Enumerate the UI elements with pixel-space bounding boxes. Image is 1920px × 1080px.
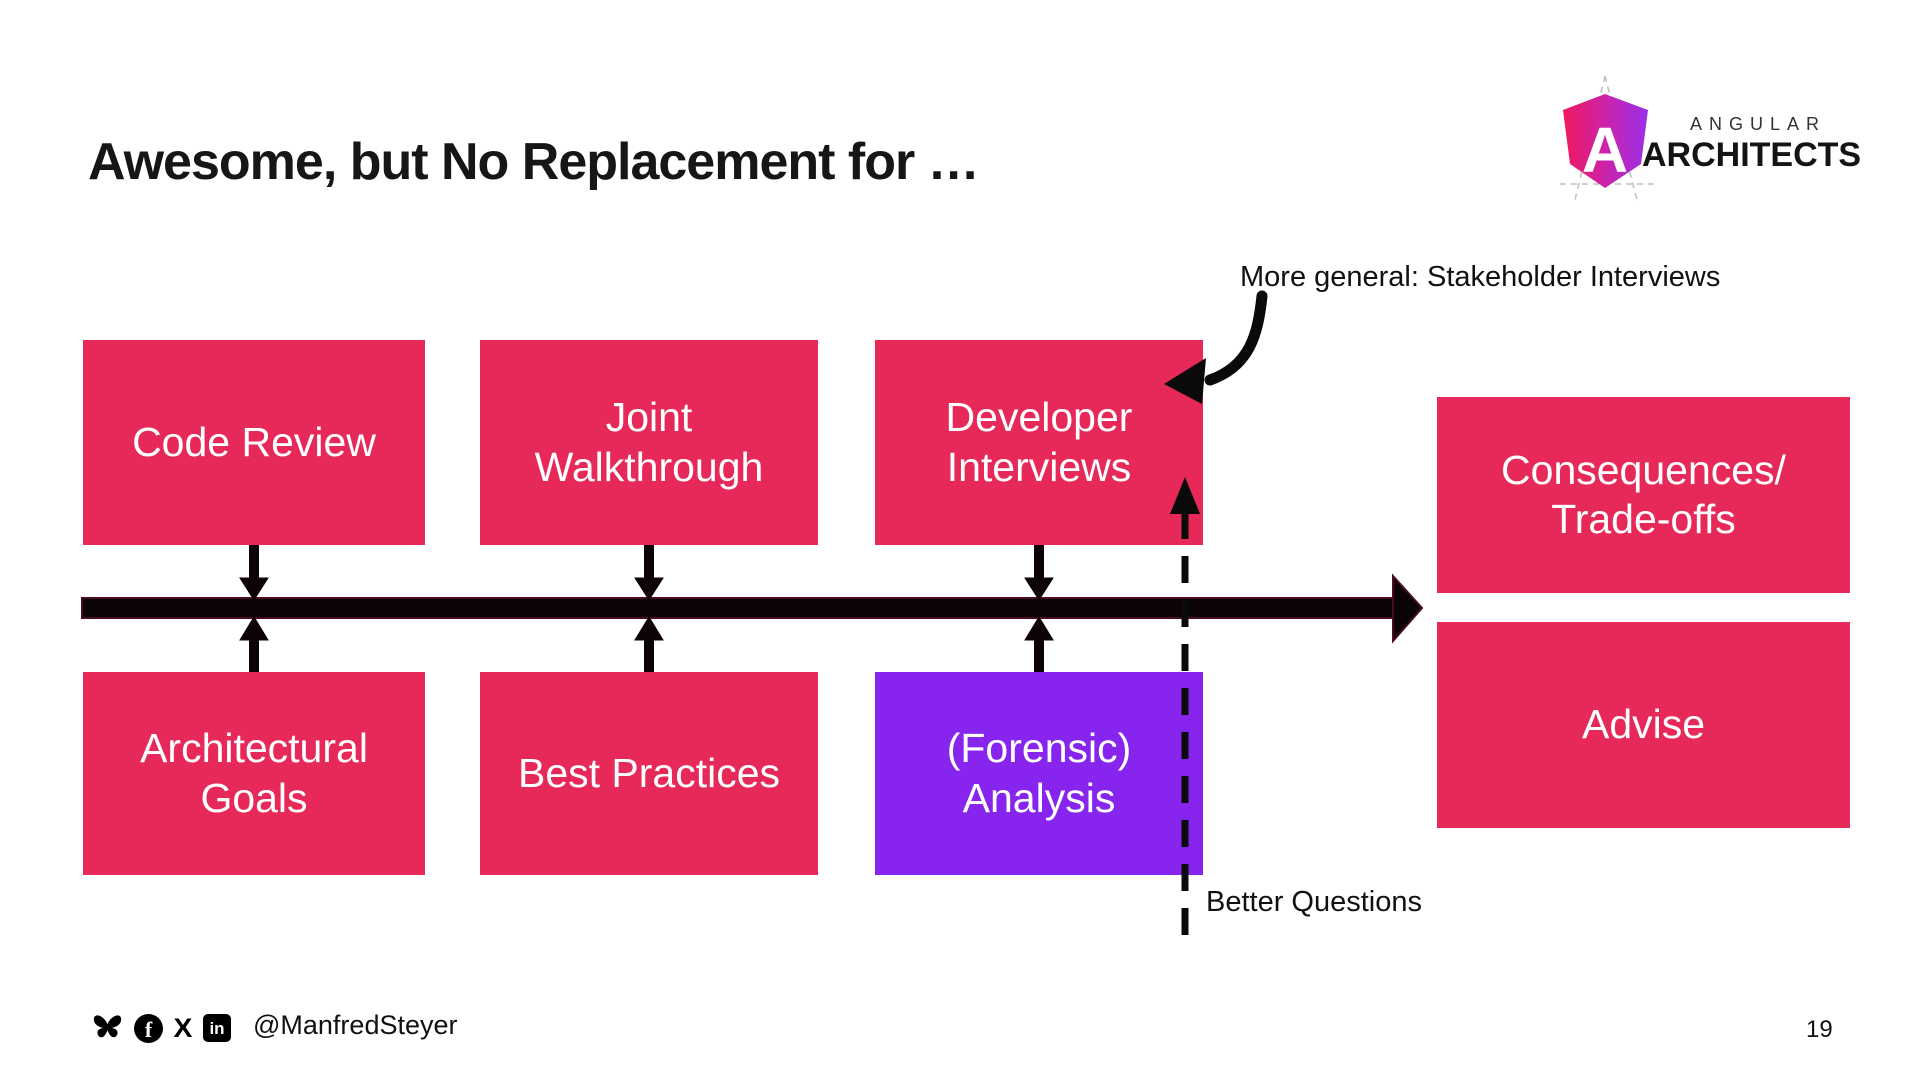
logo-letter: A <box>1582 114 1628 186</box>
page-number: 19 <box>1806 1016 1833 1043</box>
bluesky-icon[interactable] <box>92 1014 123 1042</box>
box-consequences-tradeoffs: Consequences/ Trade-offs <box>1437 397 1850 593</box>
facebook-glyph: f <box>144 1016 153 1042</box>
x-twitter-icon[interactable]: X <box>174 1013 193 1044</box>
box-advise: Advise <box>1437 622 1850 828</box>
linkedin-glyph: in <box>209 1019 225 1038</box>
connector-down-arrows <box>239 545 1054 601</box>
logo-shield <box>1563 94 1648 188</box>
slide-title: Awesome, but No Replacement for … <box>88 133 980 191</box>
better-questions-label: Better Questions <box>1206 886 1422 918</box>
box-joint-walkthrough: Joint Walkthrough <box>480 340 818 545</box>
box-architectural-goals: Architectural Goals <box>83 672 425 875</box>
logo-wordmark-angular: ANGULAR <box>1690 114 1827 134</box>
box-code-review: Code Review <box>83 340 425 545</box>
connector-up-arrows <box>239 616 1054 672</box>
angular-architects-logo: A ANGULAR ARCHITECTS <box>1558 72 1918 212</box>
angular-shield-icon: A <box>1560 75 1654 205</box>
facebook-icon[interactable]: f <box>134 1013 163 1043</box>
stakeholder-annotation: More general: Stakeholder Interviews <box>1240 261 1721 293</box>
timeline-arrow <box>81 573 1424 644</box>
footer-social-icons: f X in <box>92 1012 232 1044</box>
box-best-practices: Best Practices <box>480 672 818 875</box>
box-forensic-analysis: (Forensic) Analysis <box>875 672 1203 875</box>
box-developer-interviews: Developer Interviews <box>875 340 1203 545</box>
logo-wordmark-architects: ARCHITECTS <box>1642 136 1862 174</box>
linkedin-icon[interactable]: in <box>203 1014 232 1042</box>
x-glyph: X <box>173 1012 193 1043</box>
author-handle: @ManfredSteyer <box>253 1010 458 1040</box>
